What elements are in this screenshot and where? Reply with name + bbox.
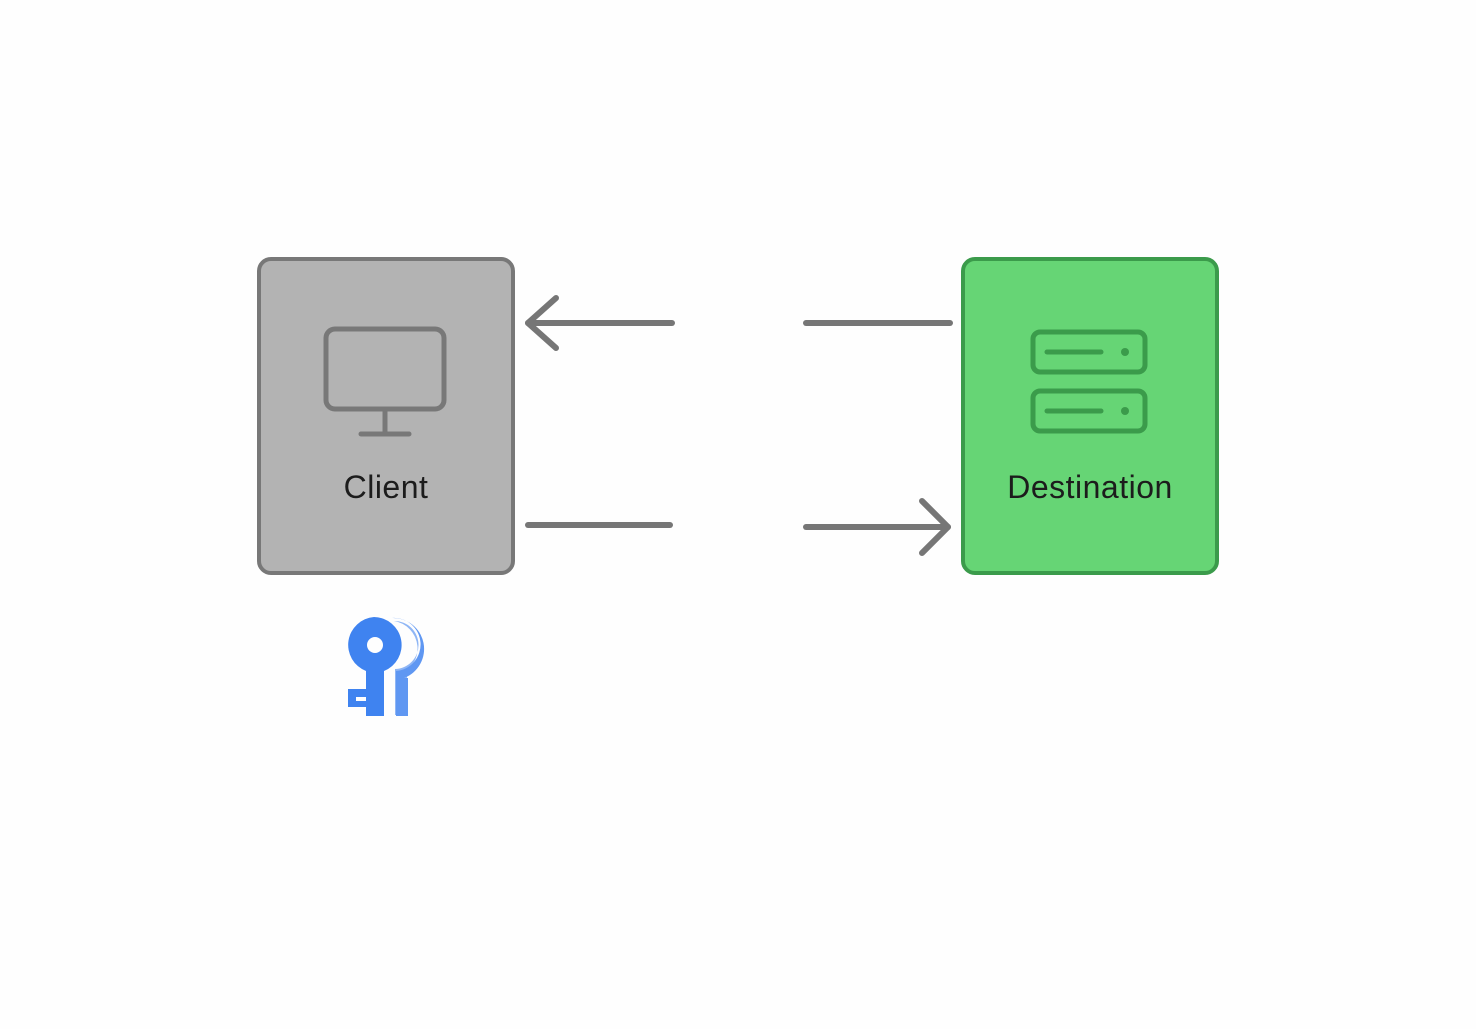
monitor-icon [261, 325, 511, 439]
keys-icon [348, 617, 425, 716]
server-icon [965, 329, 1215, 437]
client-label: Client [343, 469, 429, 505]
destination-node: Destination [961, 257, 1219, 575]
arrow-destination-to-client [525, 295, 953, 351]
arrow-client-to-destination [525, 498, 951, 556]
destination-label: Destination [1007, 469, 1173, 505]
client-node: Client [257, 257, 515, 575]
